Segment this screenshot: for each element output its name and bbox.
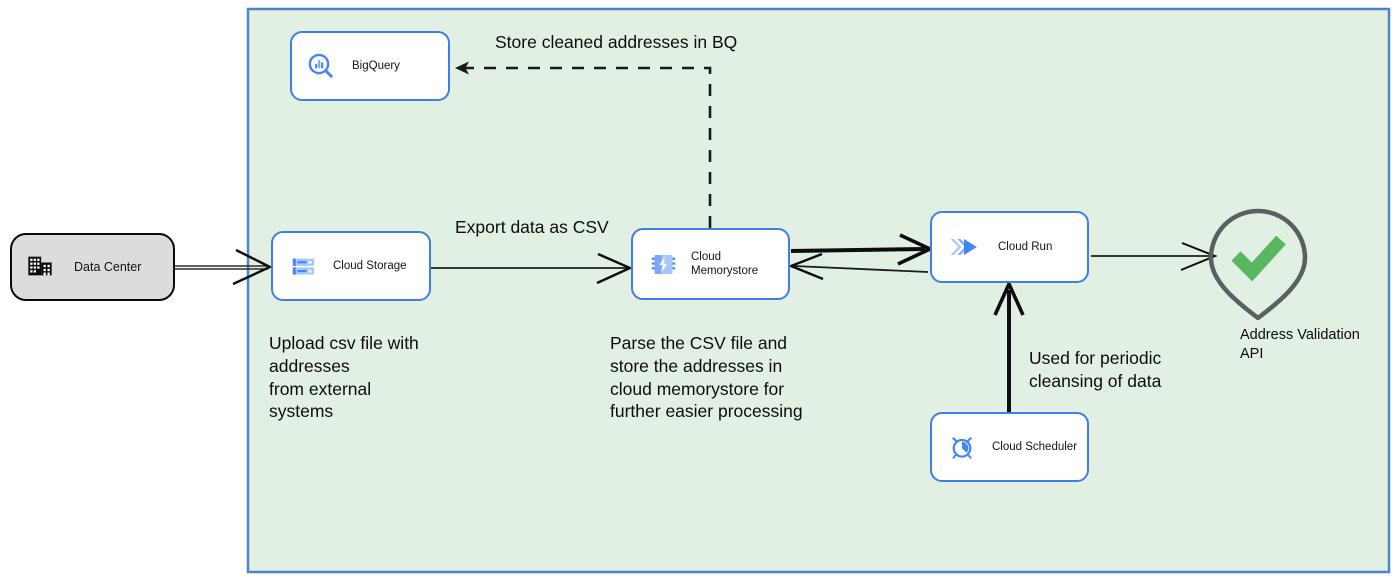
edge-scheduler-to-cloudrun [993, 279, 1025, 412]
node-label-cloud-scheduler: Cloud Scheduler [992, 440, 1078, 453]
edge-memorystore-to-bigquery [455, 61, 712, 228]
edge-storage-to-memorystore [431, 252, 633, 285]
note-parse-csv: Parse the CSV file and store the address… [610, 333, 803, 422]
node-label-cloud-memorystore: Cloud Memorystore [691, 250, 759, 277]
map-pin-check-icon [1208, 208, 1308, 321]
edge-datacenter-to-storage [175, 248, 273, 286]
node-data-center[interactable]: Data Center [10, 233, 175, 301]
cloud-storage-icon [289, 252, 317, 280]
node-cloud-run[interactable]: Cloud Run [930, 211, 1089, 283]
node-cloud-storage[interactable]: Cloud Storage [271, 231, 431, 301]
node-label-bigquery: BigQuery [352, 59, 400, 72]
data-center-icon [26, 252, 56, 282]
node-label-address-validation-api: Address Validation API [1240, 327, 1360, 363]
edge-label-store-bq: Store cleaned addresses in BQ [495, 32, 738, 52]
edge-label-periodic-cleansing: Used for periodic cleansing of data [1029, 348, 1162, 391]
edge-label-export-csv: Export data as CSV [455, 217, 609, 237]
edge-cloudrun-to-memorystore [787, 252, 929, 281]
note-upload-csv: Upload csv file with addresses from exte… [269, 333, 419, 422]
node-label-data-center: Data Center [74, 260, 142, 274]
node-label-cloud-storage: Cloud Storage [333, 259, 407, 272]
bigquery-icon [306, 51, 336, 81]
cloud-scheduler-icon [948, 433, 976, 461]
edge-cloudrun-to-address-api [1091, 242, 1218, 271]
cloud-memorystore-icon [649, 250, 677, 278]
google-cloud-boundary [246, 7, 1391, 574]
node-bigquery[interactable]: BigQuery [290, 31, 450, 101]
node-cloud-memorystore[interactable]: Cloud Memorystore [631, 228, 790, 300]
node-cloud-scheduler[interactable]: Cloud Scheduler [930, 412, 1089, 482]
cloud-run-icon [948, 232, 980, 262]
node-label-cloud-run: Cloud Run [998, 240, 1053, 253]
